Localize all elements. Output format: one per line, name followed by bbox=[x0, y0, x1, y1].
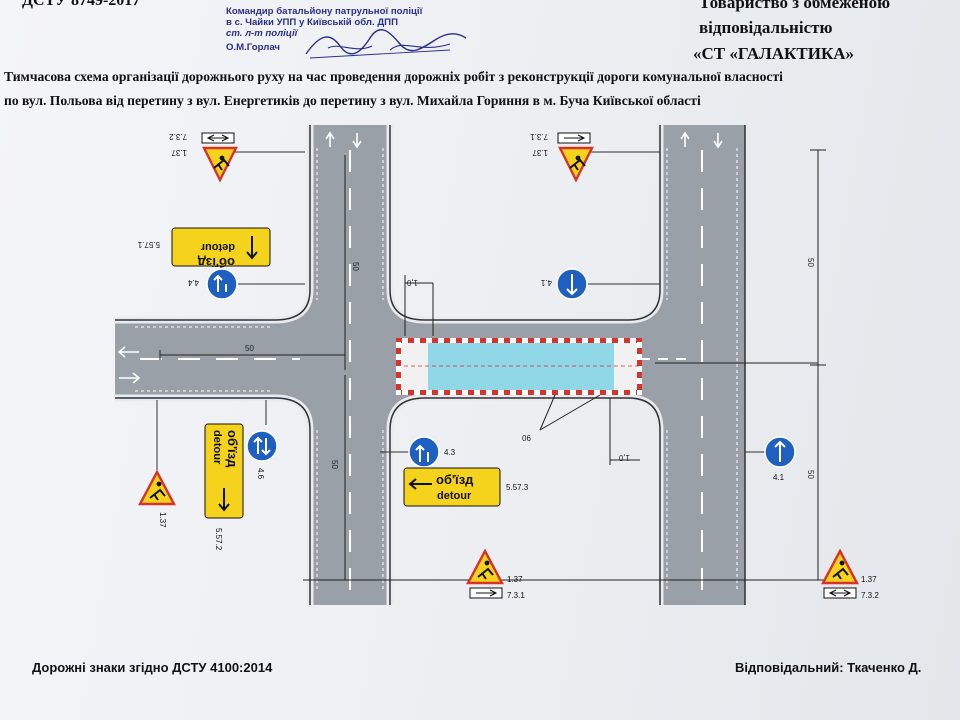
sign-code: 5.57.1 bbox=[137, 240, 160, 249]
approval-line-1: Командир батальйону патрульної поліції bbox=[226, 6, 423, 17]
detour-label-ua: об'їзд bbox=[436, 472, 474, 487]
dim-1-top: 1,0 bbox=[406, 278, 418, 287]
dim-50-v4: 50 bbox=[806, 470, 815, 479]
sign-code: 1.37 bbox=[507, 575, 523, 584]
sign-code: 7.3.1 bbox=[530, 132, 548, 141]
sign-code: 5.57.2 bbox=[214, 528, 223, 551]
organization-line-2: відповідальністю bbox=[699, 18, 833, 37]
sign-code: 1.37 bbox=[532, 148, 548, 157]
sign-leader-lines bbox=[156, 151, 841, 580]
scheme-heading-line-1: Тимчасова схема організації дорожнього р… bbox=[4, 69, 783, 84]
sign-5-57-3-detour: об'їзд detour 5.57.3 bbox=[403, 467, 529, 507]
sign-4-1-top-right: 4.1 bbox=[540, 268, 588, 300]
work-zone bbox=[396, 338, 642, 395]
sign-code: 7.3.1 bbox=[507, 591, 525, 600]
detour-label-en: detour bbox=[200, 241, 235, 253]
organization-name: «СТ «ГАЛАКТИКА» bbox=[693, 44, 855, 63]
dimension-lines bbox=[159, 149, 826, 581]
sign-5-57-2-detour: об'їзд detour 5.57.2 bbox=[204, 423, 244, 551]
sign-4-6: 4.6 bbox=[246, 430, 278, 480]
approval-line-2: в с. Чайки УПП у Київській обл. ДПП bbox=[226, 17, 398, 28]
dim-50-left: 50 bbox=[245, 344, 254, 353]
sign-code: 7.3.2 bbox=[169, 132, 187, 141]
sign-1-37-left: 1.37 bbox=[138, 469, 176, 528]
approval-line-3: ст. л-т поліції bbox=[226, 28, 298, 39]
organization-line-1: Товариство з обмеженою bbox=[699, 0, 891, 12]
detour-label-ua: об'їзд bbox=[197, 255, 235, 270]
sign-1-37-bottom-right: 1.37 7.3.2 bbox=[821, 548, 879, 600]
detour-label-ua: об'їзд bbox=[225, 430, 240, 468]
detour-label-en: detour bbox=[211, 430, 223, 465]
approval-signature bbox=[305, 29, 467, 59]
work-zone-code: 06 bbox=[522, 434, 531, 443]
sign-code: 7.3.2 bbox=[861, 591, 879, 600]
dim-50-v1: 50 bbox=[351, 262, 360, 271]
dim-50-v2: 50 bbox=[330, 460, 339, 469]
sign-4-4-top-left: 4.4 bbox=[187, 268, 238, 300]
responsible-person: Відповідальний: Ткаченко Д. bbox=[735, 660, 922, 675]
standard-reference: ДСТУ 8749-2017 bbox=[22, 0, 141, 9]
sign-code: 4.3 bbox=[444, 448, 456, 457]
sign-code: 1.37 bbox=[171, 148, 187, 157]
sign-code: 5.57.3 bbox=[506, 483, 529, 492]
sign-7-3-1-top-right: 7.3.1 bbox=[530, 132, 591, 144]
sign-1-37-bottom-middle: 1.37 7.3.1 bbox=[466, 548, 525, 600]
sign-1-37-top-right: 1.37 bbox=[532, 146, 594, 183]
detour-label-en: detour bbox=[437, 490, 472, 502]
dim-1-bot: 1,0 bbox=[618, 453, 630, 462]
sign-4-1-right: 4.1 bbox=[764, 436, 796, 482]
approval-name: О.М.Горлач bbox=[226, 42, 280, 53]
dim-50-v3: 50 bbox=[806, 258, 815, 267]
sign-code: 1.37 bbox=[158, 512, 167, 528]
sign-code: 4.4 bbox=[187, 278, 199, 287]
dimension-labels: 50 50 50 50 50 1,0 1,0 06 bbox=[245, 258, 815, 479]
sign-code: 1.37 bbox=[861, 575, 877, 584]
sign-code: 4.1 bbox=[540, 278, 552, 287]
sign-5-57-1-detour-top-left: об'їзд detour 5.57.1 bbox=[137, 227, 271, 270]
lane-arrows bbox=[117, 131, 723, 384]
sign-4-3: 4.3 bbox=[408, 436, 456, 468]
sign-1-37-top-left: 1.37 bbox=[171, 146, 238, 183]
sign-code: 4.6 bbox=[256, 468, 265, 480]
signs-standard-note: Дорожні знаки згідно ДСТУ 4100:2014 bbox=[32, 660, 273, 675]
scheme-heading-line-2: по вул. Польова від перетину з вул. Енер… bbox=[4, 93, 701, 108]
sign-7-3-2-top-left: 7.3.2 bbox=[169, 132, 235, 144]
sign-code: 4.1 bbox=[773, 473, 785, 482]
